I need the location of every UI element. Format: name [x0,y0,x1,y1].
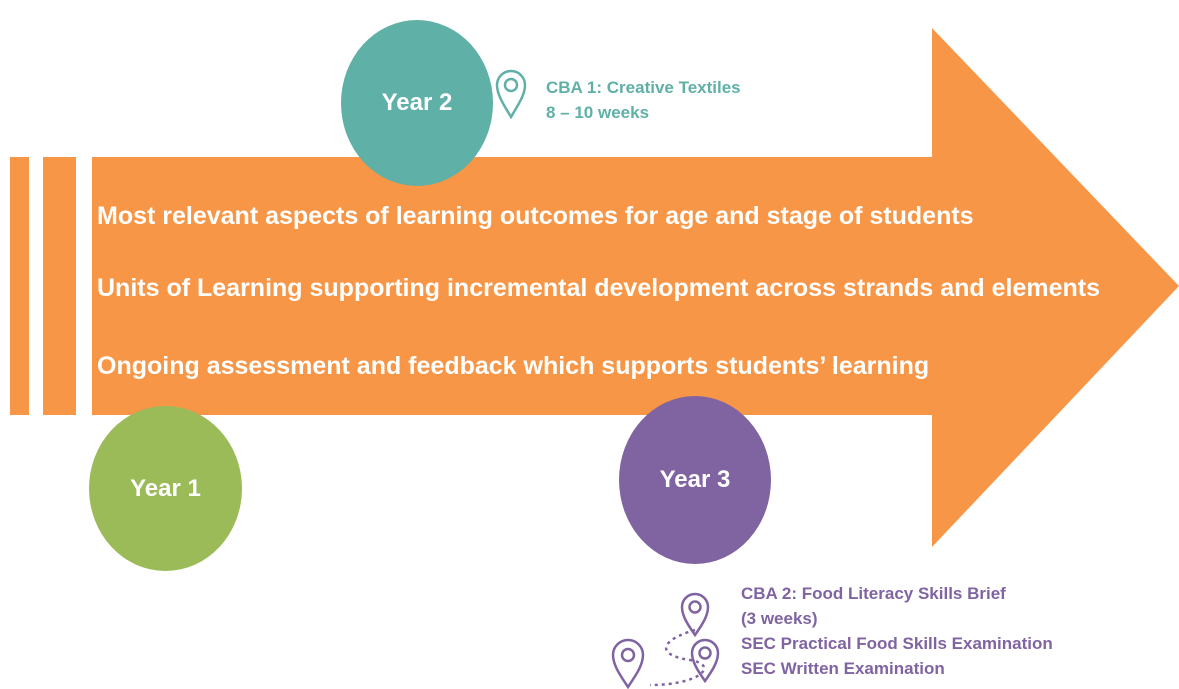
year-3-milestone-written-exam: SEC Written Examination [741,659,945,678]
year-3-milestones: CBA 2: Food Literacy Skills Brief (3 wee… [741,581,1053,681]
year-2-milestone: CBA 1: Creative Textiles 8 – 10 weeks [546,75,741,125]
route-dotted-path [649,628,706,687]
year-2-milestone-title: CBA 1: Creative Textiles [546,78,741,97]
outcome-line-2: Units of Learning supporting incremental… [97,274,1100,302]
year-2-circle: Year 2 [341,20,493,186]
year-3-milestone-practical-exam: SEC Practical Food Skills Examination [741,634,1053,653]
outcome-line-1: Most relevant aspects of learning outcom… [97,202,974,230]
year-1-circle: Year 1 [89,406,242,571]
map-pin-icon [495,69,527,119]
year-2-label: Year 2 [381,89,453,116]
map-pin-icon [680,592,710,637]
year-3-circle: Year 3 [619,396,771,564]
year-3-milestone-cba2: CBA 2: Food Literacy Skills Brief [741,584,1006,603]
map-pin-icon [611,638,645,689]
year-2-milestone-duration: 8 – 10 weeks [546,103,650,122]
year-3-milestone-duration: (3 weeks) [741,609,818,628]
arrow-lead-bar-1 [10,157,29,415]
year-3-label: Year 3 [659,466,731,493]
outcome-line-3: Ongoing assessment and feedback which su… [97,352,930,380]
arrow-lead-bar-2 [43,157,76,415]
map-pin-icon [690,638,720,683]
year-1-label: Year 1 [130,474,201,502]
